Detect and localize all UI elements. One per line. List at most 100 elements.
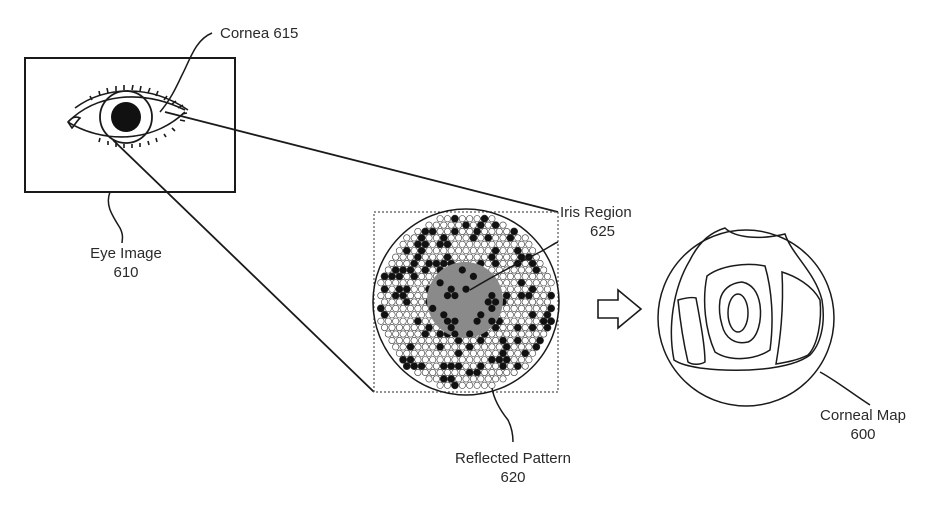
corneal-map-number: 600 <box>850 426 876 443</box>
iris-dot-filled <box>451 330 459 338</box>
pattern-dot-filled <box>450 214 459 223</box>
pattern-dot <box>425 221 433 229</box>
arrow-right-icon <box>597 288 643 330</box>
pattern-dot-filled <box>502 291 511 300</box>
pattern-dot <box>451 368 459 376</box>
iris-dot-filled <box>488 304 496 312</box>
pattern-dot <box>399 304 407 312</box>
pattern-dot <box>429 330 437 338</box>
pattern-dot-filled <box>521 349 530 358</box>
pattern-dot <box>429 253 437 261</box>
pattern-dot-filled <box>528 310 537 319</box>
pattern-dot <box>462 375 470 383</box>
pattern-dot <box>473 253 481 261</box>
pattern-dot-filled <box>439 374 448 383</box>
pattern-dot-filled <box>432 259 441 268</box>
pattern-dot <box>492 336 500 344</box>
pattern-dot-filled <box>447 374 456 383</box>
pattern-dot-filled <box>443 253 452 261</box>
iris-dot-filled <box>429 304 437 312</box>
pattern-dot <box>510 253 518 261</box>
pattern-dot <box>477 349 485 357</box>
pattern-dot-filled <box>436 330 444 338</box>
pattern-dot <box>495 228 503 236</box>
pattern-dot <box>414 368 422 376</box>
pattern-dot <box>455 234 463 242</box>
cornea-leader-line <box>159 32 213 113</box>
pattern-dot <box>540 292 548 300</box>
pattern-dot <box>521 234 529 242</box>
pattern-dot <box>436 356 444 364</box>
pattern-dot <box>510 266 518 274</box>
pattern-dot-filled <box>491 221 500 229</box>
pattern-dot <box>466 381 474 389</box>
pattern-dot <box>529 349 537 357</box>
pattern-dot <box>418 311 426 319</box>
iris-dot-filled <box>436 279 444 287</box>
pattern-dot <box>403 324 411 332</box>
pattern-dot <box>392 330 400 338</box>
pattern-dot-filled <box>399 266 407 274</box>
pattern-dot <box>532 330 540 338</box>
pattern-dot <box>469 349 477 357</box>
iris-dot-filled <box>488 317 496 325</box>
pattern-dot <box>432 336 440 344</box>
pattern-dot <box>443 343 451 351</box>
pattern-dot <box>525 330 533 338</box>
pattern-dot-filled <box>476 362 485 370</box>
pattern-dot-filled <box>391 266 400 274</box>
contour-right-lobe <box>775 270 822 365</box>
pattern-dot-filled <box>439 233 448 242</box>
pattern-dot <box>458 343 466 351</box>
pattern-dot <box>517 304 525 312</box>
pattern-dot-filled <box>406 266 415 274</box>
pattern-dot-filled <box>450 227 459 236</box>
eye-image-frame <box>24 57 236 193</box>
pattern-dot-filled <box>421 266 430 274</box>
pattern-dot <box>506 285 514 293</box>
pattern-dot-filled <box>536 336 544 345</box>
pattern-dot <box>418 285 426 293</box>
pattern-dot <box>384 279 392 287</box>
pattern-dot <box>436 228 444 236</box>
pattern-dot <box>503 330 511 338</box>
pattern-dot <box>529 272 537 280</box>
pattern-dot <box>418 324 426 332</box>
iris-dot-filled <box>488 292 496 300</box>
pattern-dot <box>525 240 533 248</box>
pattern-dot <box>447 247 455 255</box>
pattern-dot <box>517 356 525 364</box>
pattern-dot <box>384 292 392 300</box>
iris-region-leader-line <box>469 241 559 291</box>
pattern-dot <box>410 234 418 242</box>
pattern-dot-filled <box>543 323 552 332</box>
pattern-dot <box>388 324 396 332</box>
pattern-dot-filled <box>417 246 426 255</box>
pattern-dot-filled <box>469 233 478 242</box>
pattern-dot <box>510 279 518 287</box>
pattern-dot <box>455 375 463 383</box>
contour-outer <box>670 227 824 371</box>
pattern-dot <box>403 234 411 242</box>
pattern-dot <box>443 228 451 236</box>
pattern-dot <box>484 336 492 344</box>
pattern-dot <box>488 240 496 248</box>
pattern-dot <box>514 285 522 293</box>
pattern-dot-filled <box>447 362 456 370</box>
pattern-dot <box>410 349 418 357</box>
pattern-dot <box>480 368 488 376</box>
pattern-dot <box>503 279 511 287</box>
pattern-dot-filled <box>402 298 411 306</box>
pattern-dot <box>525 266 533 274</box>
pattern-dot <box>425 272 433 280</box>
pattern-dot <box>529 298 537 306</box>
pattern-dot <box>381 324 389 332</box>
pattern-dot <box>503 253 511 261</box>
pattern-dot <box>429 240 437 248</box>
pattern-dot-filled <box>450 381 459 390</box>
corneal-map-name: Corneal Map <box>820 407 906 424</box>
contour-mid <box>703 263 773 360</box>
pattern-dot <box>536 311 544 319</box>
pattern-dot <box>462 336 470 344</box>
